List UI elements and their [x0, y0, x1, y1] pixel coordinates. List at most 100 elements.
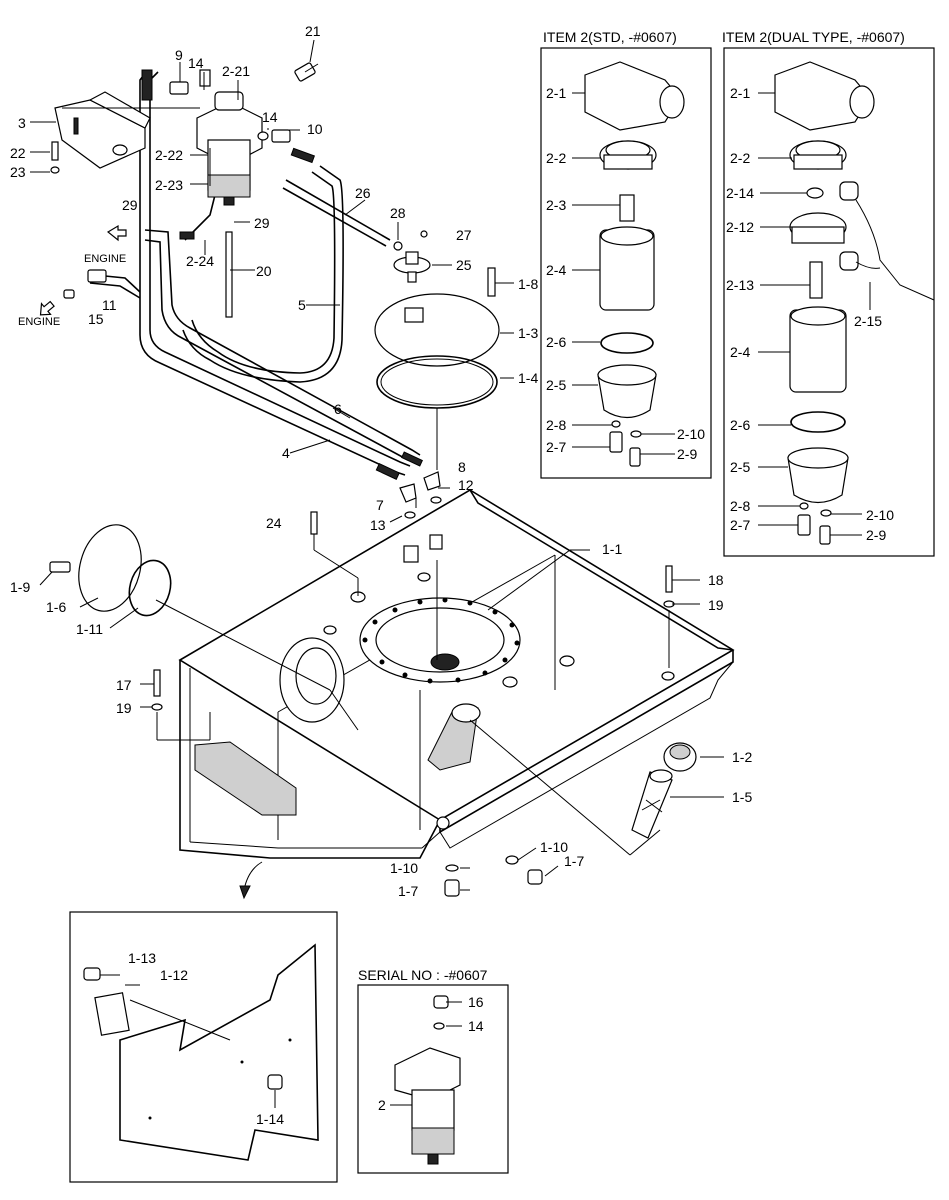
label-2-21: 2-21: [222, 63, 250, 79]
std-filter-box: [540, 47, 712, 479]
dual-label-2-4: 2-4: [730, 344, 750, 360]
label-1-12: 1-12: [160, 967, 188, 983]
std-label-2-7: 2-7: [546, 439, 566, 455]
label-14c: 14: [468, 1018, 484, 1034]
engine-arrow-upper: [106, 224, 127, 242]
label-17: 17: [116, 677, 132, 693]
hose-6: [144, 229, 421, 456]
std-label-2-3: 2-3: [546, 197, 566, 213]
serial-filter-box: [357, 984, 509, 1174]
elbow-7: [399, 483, 417, 503]
label-14b: 14: [262, 109, 278, 125]
fitting-11: [87, 269, 107, 283]
std-label-2-10: 2-10: [677, 426, 705, 442]
label-1-7a: 1-7: [398, 883, 418, 899]
boss-13: [403, 545, 419, 563]
label-11: 11: [102, 297, 117, 313]
label-1-6: 1-6: [46, 599, 66, 615]
label-1-9: 1-9: [10, 579, 30, 595]
plug-1-7b: [527, 869, 543, 885]
dual-label-2-7: 2-7: [730, 517, 750, 533]
label-29a: 29: [122, 197, 138, 213]
label-1-1: 1-1: [602, 541, 622, 557]
bolt-1-9: [49, 561, 71, 573]
leader-lines: [30, 39, 724, 891]
engine-label-lower: ENGINE: [18, 316, 60, 328]
label-1-7b: 1-7: [564, 853, 584, 869]
label-26: 26: [355, 185, 371, 201]
dual-label-2-12: 2-12: [726, 219, 754, 235]
bolt-18: [665, 565, 673, 593]
label-24: 24: [266, 515, 282, 531]
label-1-11: 1-11: [76, 621, 103, 637]
level-sender-25: [393, 230, 431, 283]
std-label-2-1: 2-1: [546, 85, 566, 101]
tube-26: [285, 179, 391, 241]
dual-label-2-13: 2-13: [726, 277, 754, 293]
serial-title: SERIAL NO : -#0607: [358, 967, 488, 983]
bolt-17: [153, 669, 161, 697]
tank-bracket: [194, 741, 297, 816]
label-1-4: 1-4: [518, 370, 538, 386]
label-8: 8: [458, 459, 466, 475]
washer-23: [50, 166, 60, 174]
elbow-8: [423, 471, 441, 491]
label-4: 4: [282, 445, 290, 461]
label-15: 15: [88, 311, 104, 327]
label-2-22: 2-22: [155, 147, 183, 163]
label-6: 6: [334, 401, 342, 417]
label-1-2: 1-2: [732, 749, 752, 765]
label-14a: 14: [188, 55, 204, 71]
label-12: 12: [458, 477, 474, 493]
hose-4: [149, 71, 411, 467]
bolt-22: [51, 141, 59, 161]
label-18: 18: [708, 572, 724, 588]
part-labels: 21 9 14 2-21 3 14 10 22 2-22 23 2-23 26 …: [10, 23, 894, 1127]
label-13: 13: [370, 517, 386, 533]
cover-1-6: [78, 524, 142, 612]
label-23: 23: [10, 164, 26, 180]
dual-label-2-10: 2-10: [866, 507, 894, 523]
label-19a: 19: [708, 597, 724, 613]
label-2-23: 2-23: [155, 177, 183, 193]
dual-label-2-9: 2-9: [866, 527, 886, 543]
bracket-3: [54, 91, 151, 169]
strainer-1-5: [631, 769, 673, 839]
plug-1-7a: [444, 879, 460, 897]
label-1-3: 1-3: [518, 325, 538, 341]
label-1-5: 1-5: [732, 789, 752, 805]
label-5: 5: [298, 297, 306, 313]
fitting-15: [63, 289, 75, 299]
dual-filter-box: [723, 47, 935, 557]
label-3: 3: [18, 115, 26, 131]
dual-label-2-2: 2-2: [730, 150, 750, 166]
label-28: 28: [390, 205, 406, 221]
dual-label-2-15: 2-15: [854, 313, 882, 329]
std-filter-parts: [584, 61, 685, 467]
dual-label-2-8: 2-8: [730, 498, 750, 514]
std-label-2-9: 2-9: [677, 446, 697, 462]
gasket-1-11: [128, 559, 172, 617]
label-9: 9: [175, 47, 183, 63]
std-label-2-8: 2-8: [546, 417, 566, 433]
label-2: 2: [378, 1097, 386, 1113]
std-label-2-2: 2-2: [546, 150, 566, 166]
dual-title: ITEM 2(DUAL TYPE, -#0607): [722, 29, 905, 45]
label-1-14: 1-14: [256, 1111, 284, 1127]
label-1-10a: 1-10: [540, 839, 568, 855]
dual-filter-parts: [774, 61, 935, 545]
label-1-13: 1-13: [128, 950, 156, 966]
label-19b: 19: [116, 700, 132, 716]
label-10: 10: [307, 121, 323, 137]
engine-arrow-lower: [39, 300, 55, 316]
detail-panel-box: [69, 911, 338, 1183]
fuel-lines: [89, 71, 421, 476]
label-25: 25: [456, 257, 472, 273]
dual-label-2-6: 2-6: [730, 417, 750, 433]
label-27: 27: [456, 227, 472, 243]
label-22: 22: [10, 145, 26, 161]
label-1-8: 1-8: [518, 276, 538, 292]
label-29b: 29: [254, 215, 270, 231]
label-7: 7: [376, 497, 384, 513]
